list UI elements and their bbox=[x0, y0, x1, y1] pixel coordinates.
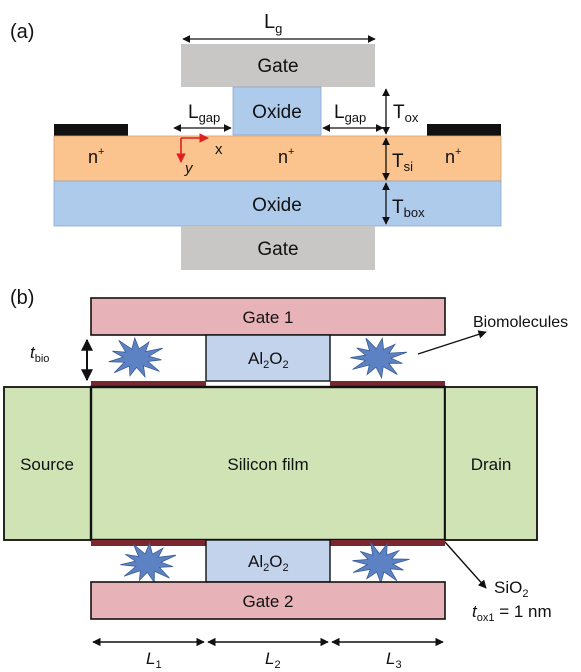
tbio-label: tbio bbox=[30, 343, 49, 365]
silicon-film-block bbox=[89, 385, 447, 542]
top-al2o2-block bbox=[205, 334, 331, 382]
silicon-layer bbox=[53, 135, 502, 182]
top-oxide-label: Oxide bbox=[252, 102, 302, 123]
lg-label: Lg bbox=[264, 11, 282, 36]
biomolecule-top-left bbox=[108, 336, 163, 379]
tbox-label: Tbox bbox=[392, 197, 425, 220]
drain-label: Drain bbox=[471, 455, 512, 474]
top-sio2-right bbox=[330, 381, 445, 387]
bottom-sio2-left bbox=[91, 540, 206, 546]
top-al2o2-label: Al2O2 bbox=[248, 349, 289, 371]
biomolecule-bottom-right bbox=[352, 541, 410, 585]
sio2-label: SiO2 bbox=[494, 578, 528, 600]
top-sio2-left bbox=[91, 381, 206, 387]
bottom-gate-label: Gate bbox=[257, 239, 298, 260]
drain-contact bbox=[427, 124, 501, 136]
tox1-label: tox1 = 1 nm bbox=[472, 602, 552, 624]
bottom-al2o2-label: Al2O2 bbox=[248, 552, 289, 574]
biomolecule-bottom-left bbox=[120, 541, 177, 584]
gate-2-block bbox=[90, 581, 446, 620]
y-axis-label: y bbox=[184, 160, 194, 177]
n-plus-middle: n+ bbox=[278, 146, 294, 167]
top-gate-label: Gate bbox=[257, 56, 298, 77]
panel-a: (a) Lg Gate Oxide Lgap Lgap Tox n+ n+ n+… bbox=[10, 11, 502, 270]
buried-oxide-layer bbox=[53, 180, 502, 227]
biomolecule-star bbox=[108, 336, 163, 379]
lgap-left-label: Lgap bbox=[188, 102, 220, 125]
biomolecules-pointer bbox=[417, 330, 487, 355]
sio2-pointer bbox=[444, 541, 487, 589]
l1-label: L1 bbox=[146, 649, 162, 671]
drain-block bbox=[444, 386, 538, 541]
top-gate-block bbox=[181, 44, 375, 87]
biomolecule-star bbox=[120, 541, 177, 584]
n-plus-left: n+ bbox=[88, 146, 104, 167]
gate-2-label: Gate 2 bbox=[242, 592, 293, 611]
source-block bbox=[3, 386, 92, 541]
bottom-al2o2-block bbox=[205, 539, 331, 583]
biomolecule-star bbox=[350, 337, 408, 380]
lgap-right-label: Lgap bbox=[334, 102, 366, 125]
biomolecule-top-right bbox=[350, 337, 408, 380]
panel-a-label: (a) bbox=[10, 21, 34, 43]
panel-b: (b) Gate 1 Al2O2 tbio Biomolecules Sourc… bbox=[3, 287, 568, 671]
silicon-film-label: Silicon film bbox=[227, 455, 308, 474]
panel-b-label: (b) bbox=[10, 287, 34, 309]
biomolecule-star bbox=[352, 541, 410, 585]
tox-label: Tox bbox=[393, 102, 419, 125]
biomolecules-label: Biomolecules bbox=[473, 314, 568, 331]
bottom-gate-block bbox=[181, 226, 375, 270]
buried-oxide-label: Oxide bbox=[252, 195, 302, 216]
tsi-label: Tsi bbox=[392, 151, 413, 174]
source-label: Source bbox=[20, 455, 74, 474]
gate-1-label: Gate 1 bbox=[242, 308, 293, 327]
x-axis-label: x bbox=[215, 141, 223, 158]
n-plus-right: n+ bbox=[445, 146, 461, 167]
source-contact bbox=[54, 124, 128, 136]
l2-label: L2 bbox=[265, 649, 281, 671]
top-oxide-block bbox=[232, 86, 322, 136]
l3-label: L3 bbox=[386, 649, 402, 671]
